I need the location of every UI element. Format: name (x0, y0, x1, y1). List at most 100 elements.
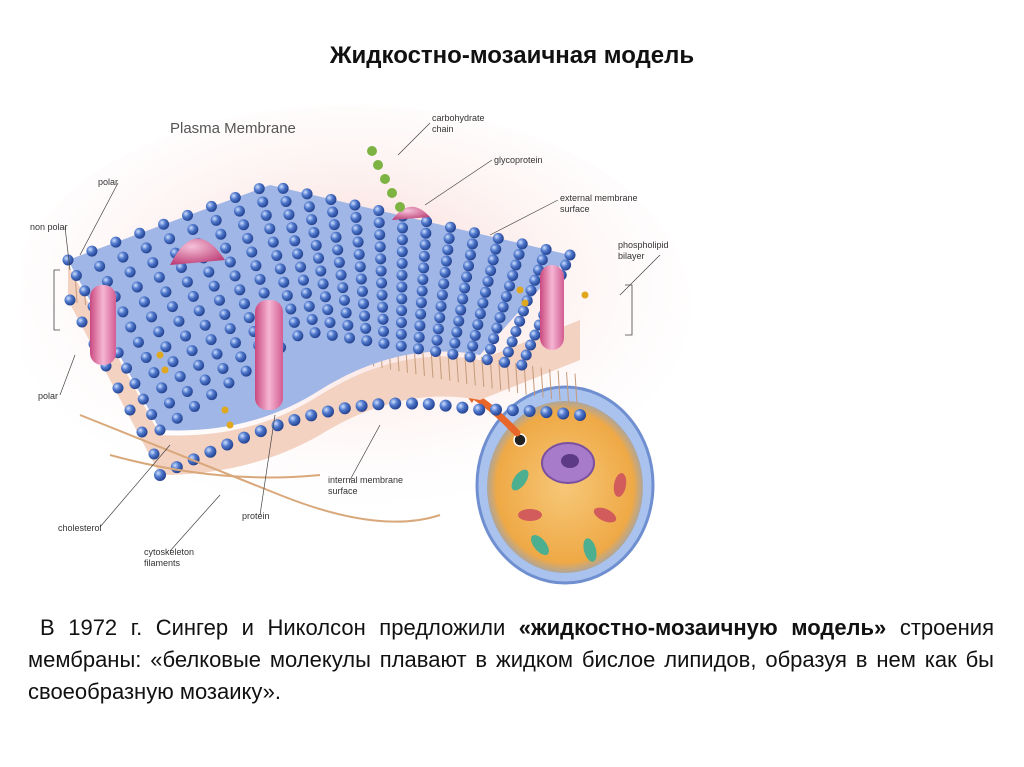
leader-line (79, 182, 119, 256)
phospholipid-head (514, 315, 526, 327)
phospholipid-head (295, 261, 307, 273)
phospholipid-head (229, 270, 241, 282)
phospholipid-head (355, 273, 367, 285)
phospholipid-head (324, 316, 336, 328)
phospholipid-head (193, 305, 205, 317)
phospholipid-head (206, 389, 218, 401)
inner-head (221, 438, 234, 451)
phospholipid-head (309, 327, 321, 339)
inner-head (574, 409, 586, 421)
label-non-polar: non polar (30, 222, 68, 232)
phospholipid-head (140, 351, 152, 363)
phospholipid-head (180, 330, 192, 342)
cholesterol-molecule (221, 406, 229, 414)
phospholipid-head (164, 233, 176, 245)
leader-line (489, 199, 559, 236)
phospholipid-head (459, 282, 471, 294)
edge-head (136, 426, 148, 438)
phospholipid-head (376, 277, 388, 289)
phospholipid-head (481, 354, 493, 366)
label-phospholipid-bilayer: phospholipid bilayer (618, 240, 669, 261)
phospholipid-head (513, 248, 525, 260)
phospholipid-head (271, 249, 283, 261)
phospholipid-head (396, 234, 408, 246)
edge-head (76, 316, 88, 328)
phospholipid-head (325, 193, 337, 205)
nonpolar-bracket (53, 269, 60, 331)
phospholipid-head (181, 276, 193, 288)
edge-head (148, 448, 160, 460)
phospholipid-head (360, 322, 372, 334)
phospholipid-head (154, 424, 166, 436)
phospholipid-head (187, 224, 199, 236)
lipid-tail (557, 370, 561, 401)
leader-line (169, 494, 221, 552)
phospholipid-head (229, 192, 241, 203)
phospholipid-head (529, 274, 541, 286)
phospholipid-head (474, 308, 486, 320)
phospholipid-head (396, 293, 408, 305)
lipid-tail (515, 363, 519, 394)
phospholipid-head (326, 329, 338, 341)
phospholipid-head (254, 273, 266, 285)
phospholipid-head (520, 349, 532, 361)
phospholipid-head (280, 195, 292, 207)
phospholipid-head (373, 217, 385, 229)
phospholipid-head (283, 209, 295, 221)
cholesterol-molecule (156, 351, 164, 359)
cholesterol-molecule (581, 291, 589, 299)
phospholipid-head (332, 244, 344, 256)
phospholipid-head (166, 301, 178, 313)
phospholipid-head (395, 328, 407, 340)
phospholipid-head (461, 271, 473, 283)
label-carbohydrate-chain: carbohydrate chain (432, 113, 485, 134)
leader-line (619, 254, 661, 296)
phospholipid-head (506, 336, 518, 348)
leader-line (397, 122, 431, 156)
phospholipid-head (352, 236, 364, 248)
phospholipid-head (328, 219, 340, 231)
phospholipid-head (517, 305, 529, 317)
phospholipid-head (121, 362, 133, 374)
phospholipid-head (504, 280, 516, 292)
inner-head (338, 402, 351, 415)
phospholipid-head (208, 280, 220, 292)
caption-text-1: В 1972 г. Сингер и Николсон предложили (40, 615, 519, 640)
peripheral-protein (170, 238, 225, 265)
phospholipid-head (510, 326, 522, 338)
phospholipid-head (435, 300, 447, 312)
phospholipid-head (451, 326, 463, 338)
phospholipid-head (449, 337, 461, 349)
phospholipid-head (472, 319, 484, 331)
phospholipid-head (333, 256, 345, 268)
phospholipid-head (137, 393, 149, 405)
phospholipid-head (455, 304, 467, 316)
cholesterol-molecule (161, 366, 169, 374)
phospholipid-head (238, 219, 250, 231)
inner-head (456, 401, 469, 414)
phospholipid-head (494, 312, 506, 324)
figure-title: Plasma Membrane (170, 120, 296, 137)
leader-line (349, 424, 381, 481)
phospholipid-head (396, 281, 408, 293)
inner-head (490, 403, 502, 416)
phospholipid-head (158, 218, 170, 230)
cell-organelle (593, 507, 617, 523)
edge-head (124, 404, 136, 416)
phospholipid-head (359, 310, 371, 322)
phospholipid-head (375, 265, 387, 277)
phospholipid-head (156, 382, 168, 394)
lipid-tail (532, 366, 536, 397)
phospholipid-head (257, 196, 269, 208)
phospholipid-head (349, 199, 361, 211)
inner-head (389, 397, 402, 410)
phospholipid-head (278, 276, 290, 288)
inner-head (322, 405, 334, 418)
phospholipid-head (502, 346, 514, 358)
phospholipid-head (258, 287, 270, 299)
leader-line (259, 414, 276, 516)
cholesterol-molecule (521, 299, 529, 307)
phospholipid-head (413, 331, 425, 343)
phospholipid-head (217, 362, 229, 374)
phospholipid-head (292, 248, 304, 260)
